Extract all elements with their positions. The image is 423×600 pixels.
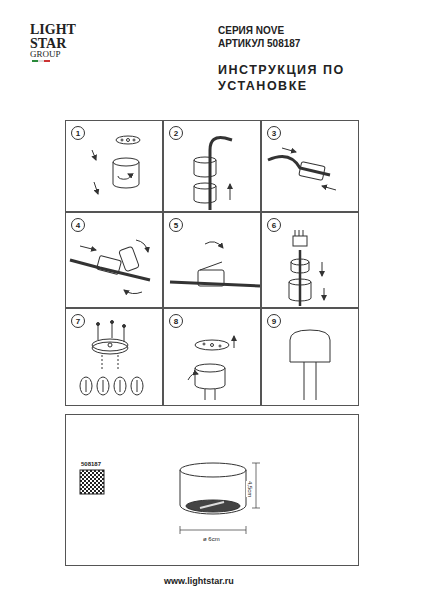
logo-text: GROUP <box>30 50 61 60</box>
step-number: 5 <box>169 218 183 232</box>
step-panel: 7 <box>65 308 163 406</box>
logo-text: LIGHT <box>30 22 76 37</box>
step-number: 2 <box>169 126 183 140</box>
step-panel: 4 <box>65 212 163 308</box>
article: АРТИКУЛ 508187 <box>218 38 300 49</box>
step-panel: 2 <box>163 120 261 212</box>
step-panel: 6 <box>261 212 359 308</box>
dimension: ø 6cm <box>203 536 220 543</box>
step-number: 6 <box>267 218 281 232</box>
step-panel: 5 <box>163 212 261 308</box>
step-number: 9 <box>267 314 281 328</box>
step-number: 1 <box>71 126 85 140</box>
dimension: 4,5cm <box>246 481 253 497</box>
step-panel: 1 <box>65 120 163 212</box>
article-code: 508187 <box>81 461 101 467</box>
series: СЕРИЯ NOVE <box>218 25 284 36</box>
title: ИНСТРУКЦИЯ ПО УСТАНОВКЕ <box>218 63 388 94</box>
website: www.lightstar.ru <box>164 577 234 587</box>
step-number: 8 <box>169 314 183 328</box>
step-panel: 8 <box>163 308 261 406</box>
step-number: 7 <box>71 314 85 328</box>
step-panel: 3 <box>261 120 359 212</box>
product-panel: 508187 <box>65 414 359 566</box>
step-number: 3 <box>267 126 281 140</box>
step-number: 4 <box>71 218 85 232</box>
step-panel: 9 <box>261 308 359 406</box>
